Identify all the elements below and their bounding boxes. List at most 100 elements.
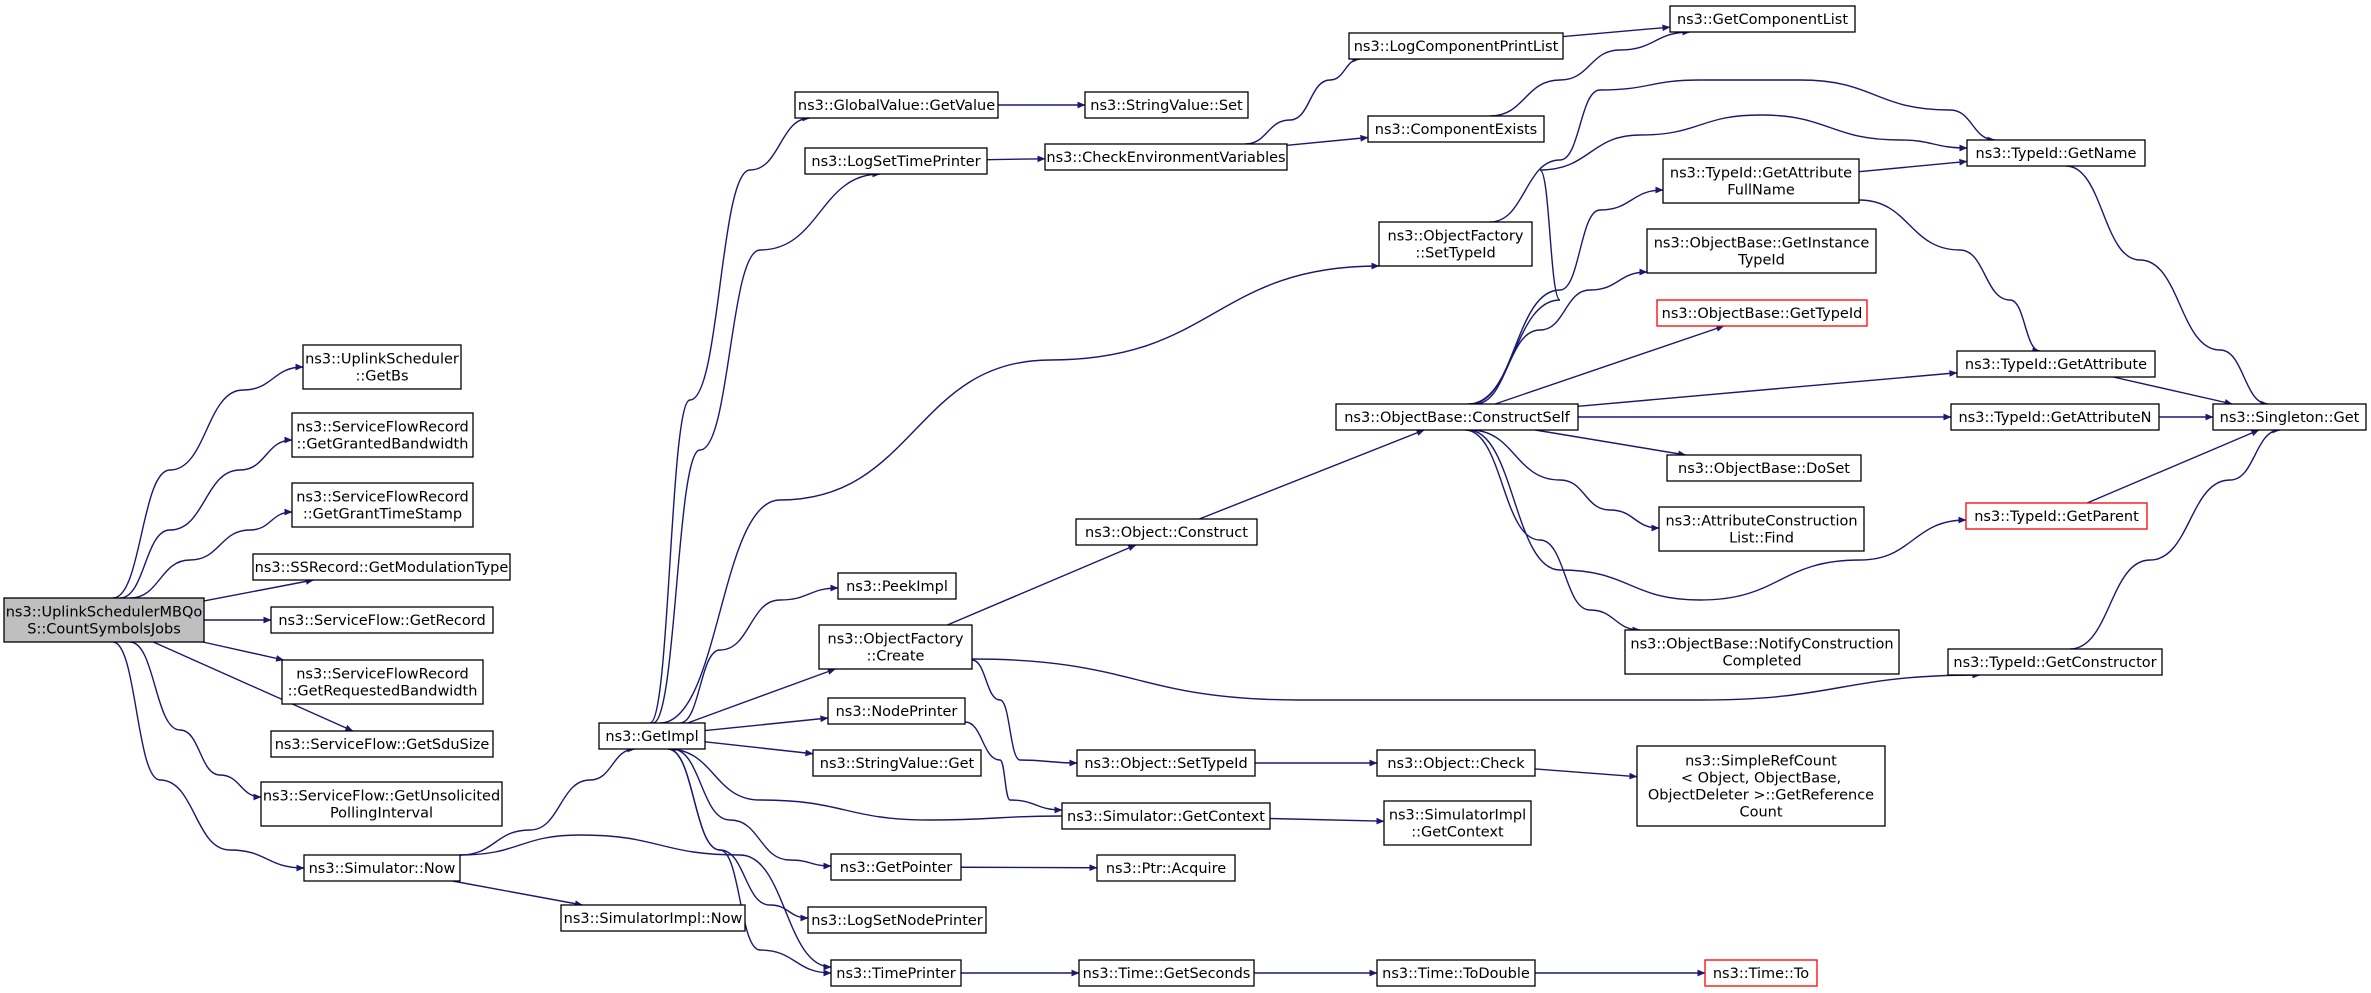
node-obj-construct[interactable]: ns3::Object::Construct xyxy=(1075,518,1258,546)
node-logsetnodeprinter[interactable]: ns3::LogSetNodePrinter xyxy=(807,906,987,934)
node-label: ns3::NodePrinter xyxy=(836,704,958,720)
node-box xyxy=(1624,629,1900,675)
edge-of_create-to-obj_settypeid xyxy=(971,659,1078,767)
node-box xyxy=(1636,745,1886,827)
node-label: PollingInterval xyxy=(330,805,433,821)
node-simimpl-getcontext[interactable]: ns3::SimulatorImpl::GetContext xyxy=(1383,800,1532,846)
node-sfr-granttime[interactable]: ns3::ServiceFlowRecord::GetGrantTimeStam… xyxy=(291,482,474,528)
node-box xyxy=(1383,800,1532,846)
node-ob-gettypeid[interactable]: ns3::ObjectBase::GetTypeId xyxy=(1656,299,1868,327)
node-label: ::GetBs xyxy=(355,368,408,384)
node-label: ns3::SimulatorImpl::Now xyxy=(564,911,743,927)
node-box xyxy=(812,749,982,777)
node-tid-getattributen[interactable]: ns3::TypeId::GetAttributeN xyxy=(1950,403,2160,431)
node-tid-getconstructor[interactable]: ns3::TypeId::GetConstructor xyxy=(1947,648,2163,676)
node-nodeprinter[interactable]: ns3::NodePrinter xyxy=(827,697,966,725)
node-obj-check[interactable]: ns3::Object::Check xyxy=(1376,749,1536,777)
node-sim-now[interactable]: ns3::Simulator::Now xyxy=(303,854,461,882)
edge-sim_now-to-timeprinter xyxy=(459,834,832,971)
node-ob-doset[interactable]: ns3::ObjectBase::DoSet xyxy=(1666,454,1862,482)
node-time-todouble[interactable]: ns3::Time::ToDouble xyxy=(1376,959,1536,987)
edge-tid_getname-to-singleton_get xyxy=(2065,165,2269,408)
node-label: ns3::ServiceFlow::GetRecord xyxy=(278,613,485,629)
node-ob-notify[interactable]: ns3::ObjectBase::NotifyConstructionCompl… xyxy=(1624,629,1900,675)
edge-sim_now-to-simimpl_now xyxy=(452,880,583,907)
node-sv-get[interactable]: ns3::StringValue::Get xyxy=(812,749,982,777)
node-sf-unsolicited[interactable]: ns3::ServiceFlow::GetUnsolicitedPollingI… xyxy=(260,781,503,827)
node-ob-constructself[interactable]: ns3::ObjectBase::ConstructSelf xyxy=(1335,403,1579,431)
node-time-to[interactable]: ns3::Time::To xyxy=(1704,959,1818,987)
node-sim-getcontext[interactable]: ns3::Simulator::GetContext xyxy=(1061,802,1271,830)
node-label: ns3::ObjectBase::ConstructSelf xyxy=(1344,410,1570,426)
node-compexists[interactable]: ns3::ComponentExists xyxy=(1367,115,1545,143)
node-sfr-grantedbw[interactable]: ns3::ServiceFlowRecord::GetGrantedBandwi… xyxy=(291,412,474,458)
node-root[interactable]: ns3::UplinkSchedulerMBQoS::CountSymbolsJ… xyxy=(3,597,205,643)
node-timeprinter[interactable]: ns3::TimePrinter xyxy=(830,959,962,987)
node-getcomplist[interactable]: ns3::GetComponentList xyxy=(1669,5,1856,33)
node-box xyxy=(281,659,484,705)
node-of-create[interactable]: ns3::ObjectFactory::Create xyxy=(818,624,973,670)
node-box xyxy=(1965,502,2148,530)
edge-getimpl-to-nodeprinter xyxy=(704,715,829,732)
node-time-getseconds[interactable]: ns3::Time::GetSeconds xyxy=(1078,959,1255,987)
node-obj-settypeid[interactable]: ns3::Object::SetTypeId xyxy=(1076,749,1256,777)
edge-root-to-sf_unsolicited xyxy=(129,641,262,801)
edge-tid_getparent-to-singleton_get xyxy=(2086,429,2260,504)
node-getimpl[interactable]: ns3::GetImpl xyxy=(598,722,706,750)
node-label: ns3::StringValue::Get xyxy=(820,756,975,772)
node-label: ns3::Time::ToDouble xyxy=(1382,966,1530,982)
node-box xyxy=(1950,403,2160,431)
edge-ob_constructself-to-ob_gettypeid xyxy=(1494,325,1725,405)
edge-tid_getattrfullname-to-tid_getattribute xyxy=(1858,199,2041,355)
node-label: ns3::ObjectBase::DoSet xyxy=(1678,461,1850,477)
node-sf-getrecord[interactable]: ns3::ServiceFlow::GetRecord xyxy=(270,606,494,634)
node-sf-sdusize[interactable]: ns3::ServiceFlow::GetSduSize xyxy=(270,730,494,758)
edge-getimpl-to-gv_getvalue xyxy=(649,114,811,724)
node-simimpl-now[interactable]: ns3::SimulatorImpl::Now xyxy=(560,904,746,932)
node-box xyxy=(1669,5,1856,33)
node-label: ns3::TypeId::GetName xyxy=(1976,146,2137,162)
edge-obj_construct-to-ob_constructself xyxy=(1199,429,1425,520)
node-checkenv[interactable]: ns3::CheckEnvironmentVariables xyxy=(1044,143,1288,171)
node-label: TypeId xyxy=(1737,252,1785,268)
node-tid-getattribute[interactable]: ns3::TypeId::GetAttribute xyxy=(1956,350,2156,378)
node-singleton-get[interactable]: ns3::Singleton::Get xyxy=(2212,403,2367,431)
node-ptr-acquire[interactable]: ns3::Ptr::Acquire xyxy=(1096,854,1236,882)
node-label: ns3::ObjectBase::GetInstance xyxy=(1654,235,1870,251)
node-box xyxy=(302,344,462,390)
node-label: ns3::ObjectFactory xyxy=(828,631,964,647)
node-sv-set[interactable]: ns3::StringValue::Set xyxy=(1084,91,1249,119)
node-box xyxy=(1044,143,1288,171)
edge-ob_constructself-to-acl_find xyxy=(1469,429,1660,532)
edge-nodeprinter-to-sim_getcontext xyxy=(964,721,1063,814)
node-srefcount[interactable]: ns3::SimpleRefCount< Object, ObjectBase,… xyxy=(1636,745,1886,827)
node-tid-getname[interactable]: ns3::TypeId::GetName xyxy=(1966,139,2146,167)
node-label: ns3::ObjectBase::GetTypeId xyxy=(1662,306,1863,322)
node-sfr-reqbw[interactable]: ns3::ServiceFlowRecord::GetRequestedBand… xyxy=(281,659,484,705)
edge-root-to-ssr_modtype xyxy=(203,578,314,602)
node-peekimpl[interactable]: ns3::PeekImpl xyxy=(837,572,957,600)
node-ssr-modtype[interactable]: ns3::SSRecord::GetModulationType xyxy=(252,553,511,581)
node-logcompprintlist[interactable]: ns3::LogComponentPrintList xyxy=(1348,32,1564,60)
node-label: ns3::PeekImpl xyxy=(846,579,948,595)
edge-tid_getattribute-to-singleton_get xyxy=(2113,376,2233,406)
edge-getpointer-to-ptr_acquire xyxy=(960,864,1098,872)
edge-ob_constructself-to-ob_notify xyxy=(1464,429,1641,634)
node-logsettimeprinter[interactable]: ns3::LogSetTimePrinter xyxy=(804,147,988,175)
node-label: ns3::TypeId::GetParent xyxy=(1974,509,2139,525)
node-box xyxy=(291,412,474,458)
node-gv-getvalue[interactable]: ns3::GlobalValue::GetValue xyxy=(794,91,999,119)
node-getpointer[interactable]: ns3::GetPointer xyxy=(830,853,962,881)
node-of-settypeid[interactable]: ns3::ObjectFactory::SetTypeId xyxy=(1378,221,1533,267)
node-label: ns3::ServiceFlow::GetUnsolicited xyxy=(263,788,500,804)
node-box xyxy=(3,597,205,643)
node-getbs[interactable]: ns3::UplinkScheduler::GetBs xyxy=(302,344,462,390)
node-tid-getparent[interactable]: ns3::TypeId::GetParent xyxy=(1965,502,2148,530)
node-box xyxy=(837,572,957,600)
node-label: ns3::Object::Construct xyxy=(1085,525,1248,541)
node-label: ns3::ServiceFlowRecord xyxy=(296,489,469,505)
node-label: ns3::LogComponentPrintList xyxy=(1354,39,1559,55)
